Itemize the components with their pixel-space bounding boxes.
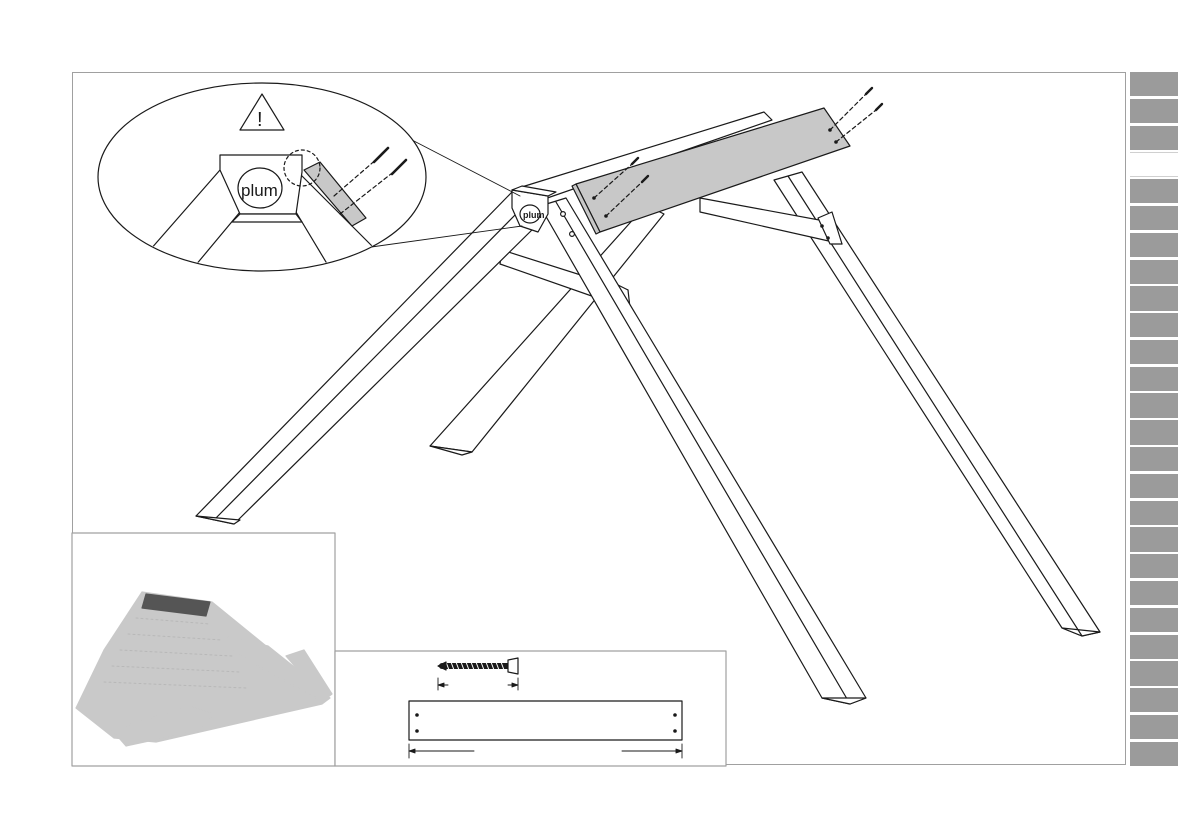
step-tab[interactable] <box>1130 72 1178 96</box>
step-tab[interactable] <box>1130 474 1178 498</box>
step-tab[interactable] <box>1130 393 1178 417</box>
step-tab[interactable] <box>1130 688 1178 712</box>
step-tab[interactable] <box>1130 367 1178 391</box>
step-tab[interactable] <box>1130 179 1178 203</box>
step-tab[interactable] <box>1130 233 1178 257</box>
far-right-leg <box>774 172 1100 636</box>
assembly-preview-panel <box>72 533 335 766</box>
detail-zoom-circle: plum ! <box>98 83 426 272</box>
warning-symbol: ! <box>257 109 263 131</box>
step-tab[interactable] <box>1130 447 1178 471</box>
step-tab[interactable] <box>1130 286 1178 310</box>
step-tab[interactable] <box>1130 635 1178 659</box>
step-tab[interactable] <box>1130 340 1178 364</box>
step-tab[interactable] <box>1130 501 1178 525</box>
step-tab[interactable] <box>1130 554 1178 578</box>
step-tab[interactable] <box>1130 608 1178 632</box>
bracket-logo-text: plum <box>523 210 545 220</box>
step-tab[interactable] <box>1130 420 1178 444</box>
step-tab[interactable] <box>1130 260 1178 284</box>
step-tab[interactable] <box>1130 126 1178 150</box>
step-tab[interactable] <box>1130 661 1178 685</box>
step-tab-current[interactable] <box>1130 152 1178 176</box>
step-tab[interactable] <box>1130 206 1178 230</box>
step-tab[interactable] <box>1130 527 1178 551</box>
zoom-logo-text: plum <box>241 181 278 200</box>
step-tab[interactable] <box>1130 581 1178 605</box>
step-tab[interactable] <box>1130 99 1178 123</box>
step-tab[interactable] <box>1130 715 1178 739</box>
plank-part <box>409 701 682 740</box>
step-tab[interactable] <box>1130 742 1178 766</box>
parts-panel <box>335 651 726 766</box>
step-navigation-tabs <box>1130 72 1178 766</box>
step-tab[interactable] <box>1130 313 1178 337</box>
front-right-leg <box>540 198 866 704</box>
callout-line-upper <box>412 140 520 196</box>
